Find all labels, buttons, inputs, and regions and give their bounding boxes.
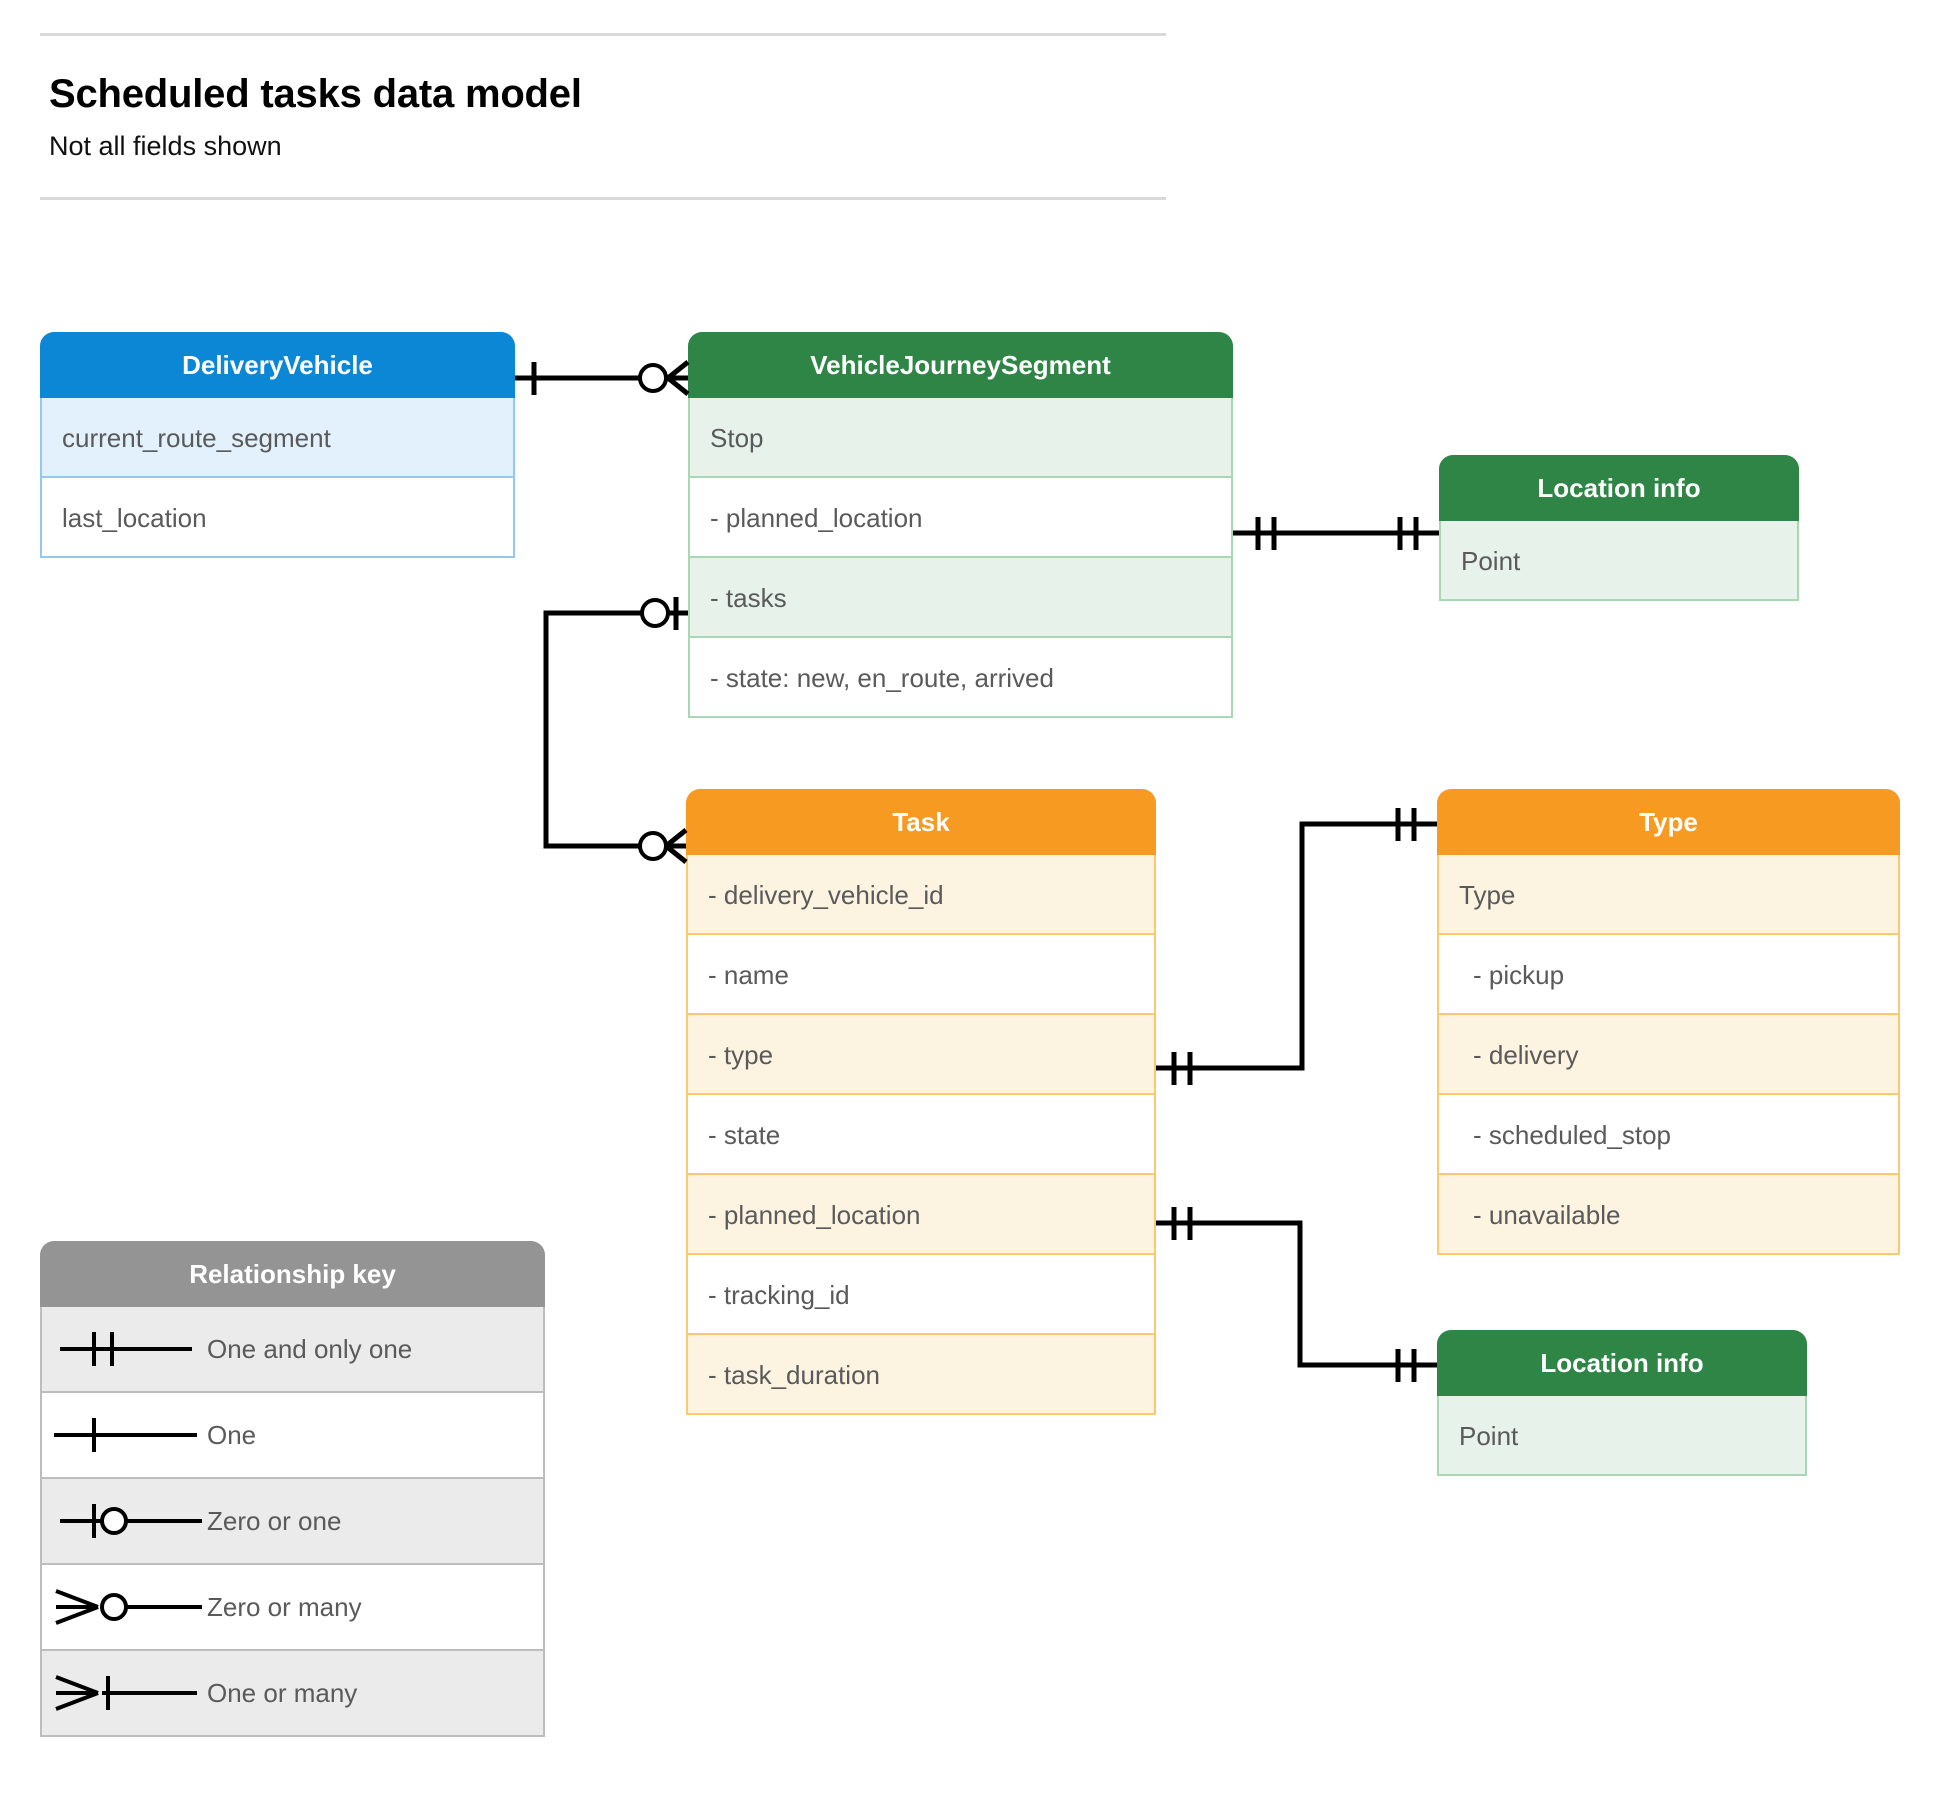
field-vjs-state[interactable]: - state: new, en_route, arrived	[688, 638, 1233, 718]
entity-location-info-top-title: Location info	[1439, 455, 1799, 521]
header-divider-top	[40, 33, 1166, 36]
field-task-tracking-id[interactable]: - tracking_id	[686, 1255, 1156, 1335]
entity-delivery-vehicle[interactable]: DeliveryVehicle current_route_segment la…	[40, 332, 515, 558]
zero-or-one-icon	[42, 1478, 207, 1564]
field-type-scheduled-stop[interactable]: - scheduled_stop	[1437, 1095, 1900, 1175]
legend-item-zero-or-many: Zero or many	[40, 1565, 545, 1651]
one-icon	[42, 1392, 207, 1478]
entity-task-title: Task	[686, 789, 1156, 855]
entity-vehicle-journey-segment-title: VehicleJourneySegment	[688, 332, 1233, 398]
field-type-unavailable[interactable]: - unavailable	[1437, 1175, 1900, 1255]
connector-task-plannedlocation-locationinfo	[1156, 1207, 1437, 1382]
page-title: Scheduled tasks data model	[49, 72, 582, 116]
connector-deliveryvehicle-vehiclejourneysegment	[515, 360, 690, 396]
field-last-location[interactable]: last_location	[40, 478, 515, 558]
zero-or-many-icon	[42, 1564, 207, 1650]
field-task-planned-location[interactable]: - planned_location	[686, 1175, 1156, 1255]
one-and-only-one-icon	[42, 1306, 207, 1392]
legend-relationship-key: Relationship key One and only one One	[40, 1241, 545, 1737]
field-type-pickup[interactable]: - pickup	[1437, 935, 1900, 1015]
page-subtitle: Not all fields shown	[49, 131, 282, 161]
field-task-name[interactable]: - name	[686, 935, 1156, 1015]
field-vjs-stop[interactable]: Stop	[688, 398, 1233, 478]
field-location-info-top-point[interactable]: Point	[1439, 521, 1799, 601]
entity-vehicle-journey-segment[interactable]: VehicleJourneySegment Stop - planned_loc…	[688, 332, 1233, 718]
field-current-route-segment[interactable]: current_route_segment	[40, 398, 515, 478]
entity-location-info-bottom-title: Location info	[1437, 1330, 1807, 1396]
entity-task[interactable]: Task - delivery_vehicle_id - name - type…	[686, 789, 1156, 1415]
field-vjs-planned-location[interactable]: - planned_location	[688, 478, 1233, 558]
field-type-delivery[interactable]: - delivery	[1437, 1015, 1900, 1095]
field-location-info-bottom-point[interactable]: Point	[1437, 1396, 1807, 1476]
legend-item-label: Zero or one	[207, 1505, 342, 1536]
legend-item-label: One	[207, 1419, 257, 1450]
legend-item-label: One or many	[207, 1677, 358, 1708]
entity-location-info-bottom[interactable]: Location info Point	[1437, 1330, 1807, 1476]
connector-vjs-tasks-task	[543, 597, 688, 864]
one-or-many-icon	[42, 1650, 207, 1736]
connector-vjs-plannedlocation-locationinfo	[1233, 517, 1439, 550]
field-task-task-duration[interactable]: - task_duration	[686, 1335, 1156, 1415]
entity-type[interactable]: Type Type - pickup - delivery - schedule…	[1437, 789, 1900, 1255]
entity-type-title: Type	[1437, 789, 1900, 855]
field-task-type[interactable]: - type	[686, 1015, 1156, 1095]
field-task-state[interactable]: - state	[686, 1095, 1156, 1175]
entity-delivery-vehicle-title: DeliveryVehicle	[40, 332, 515, 398]
legend-item-one-and-only-one: One and only one	[40, 1307, 545, 1393]
field-vjs-tasks[interactable]: - tasks	[688, 558, 1233, 638]
connector-task-type-type	[1156, 808, 1437, 1085]
field-task-delivery-vehicle-id[interactable]: - delivery_vehicle_id	[686, 855, 1156, 935]
header-divider-bottom	[40, 197, 1166, 200]
legend-title: Relationship key	[40, 1241, 545, 1307]
legend-item-one: One	[40, 1393, 545, 1479]
entity-location-info-top[interactable]: Location info Point	[1439, 455, 1799, 601]
legend-item-label: Zero or many	[207, 1591, 362, 1622]
field-type-type[interactable]: Type	[1437, 855, 1900, 935]
legend-item-zero-or-one: Zero or one	[40, 1479, 545, 1565]
legend-item-label: One and only one	[207, 1333, 413, 1364]
legend-item-one-or-many: One or many	[40, 1651, 545, 1737]
